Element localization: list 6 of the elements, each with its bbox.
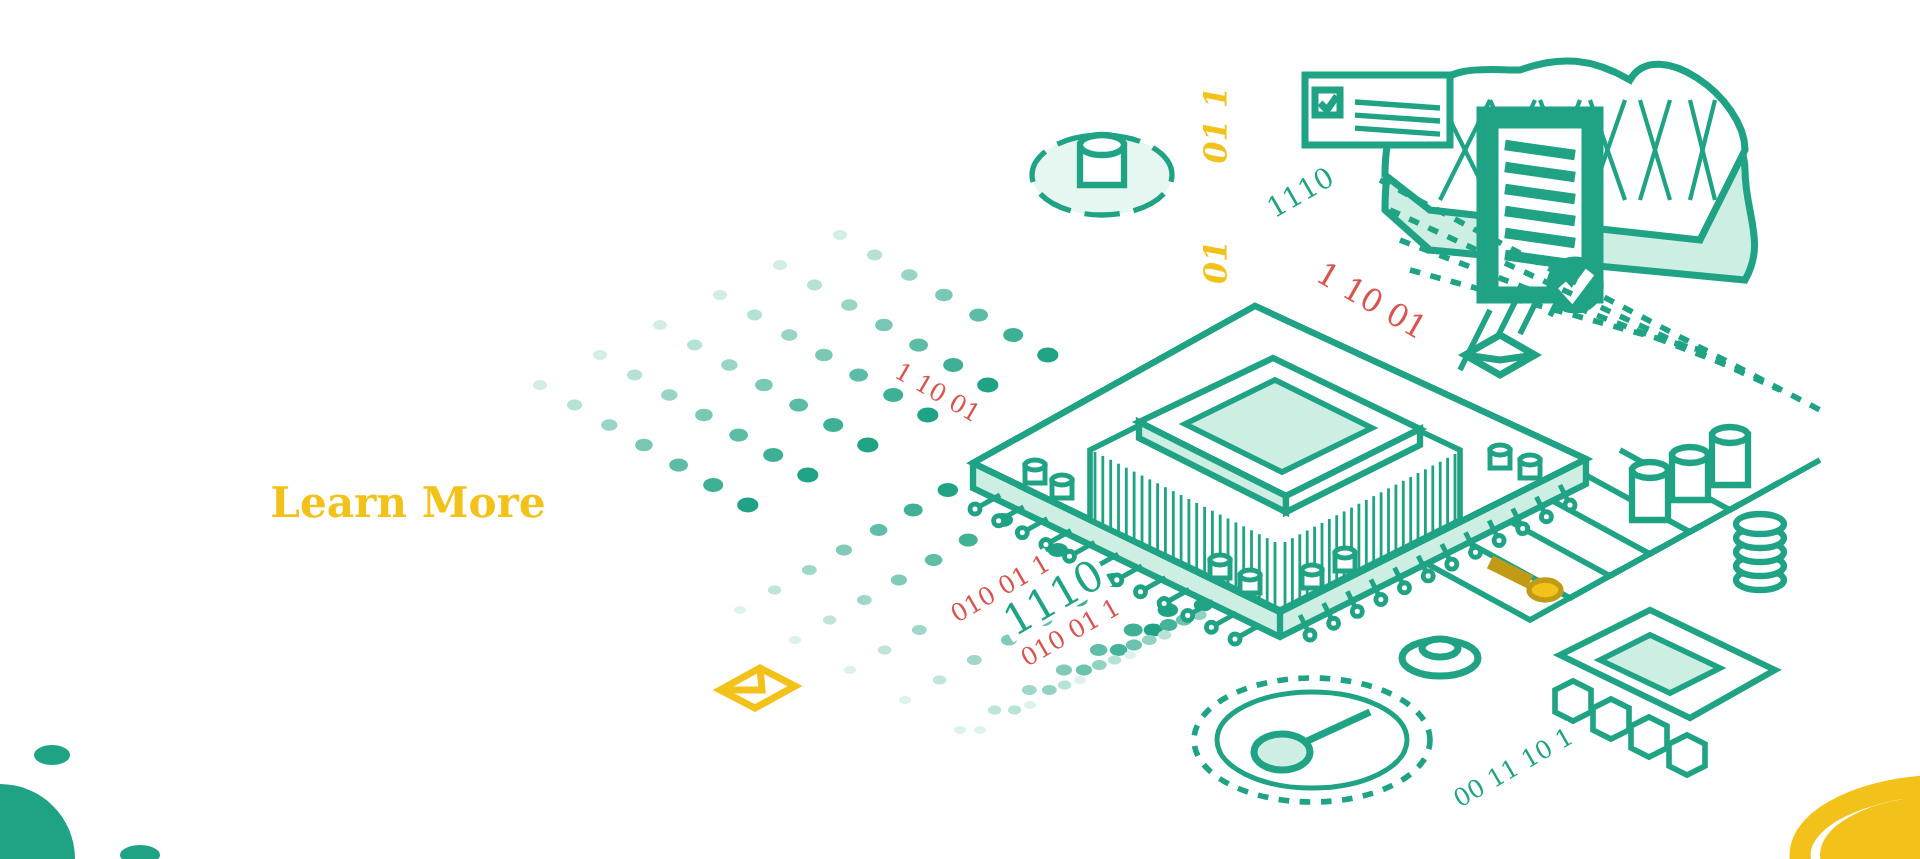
binary-text: 1 10 01 bbox=[887, 355, 989, 429]
link-text: Learn More bbox=[266, 482, 550, 522]
binary-text: 01 1 bbox=[1199, 82, 1231, 168]
binary-text: 00 11 10 1 bbox=[1445, 720, 1581, 814]
binary-text: 1 10 01 bbox=[1308, 254, 1436, 346]
binary-text: 01 bbox=[1199, 236, 1231, 288]
